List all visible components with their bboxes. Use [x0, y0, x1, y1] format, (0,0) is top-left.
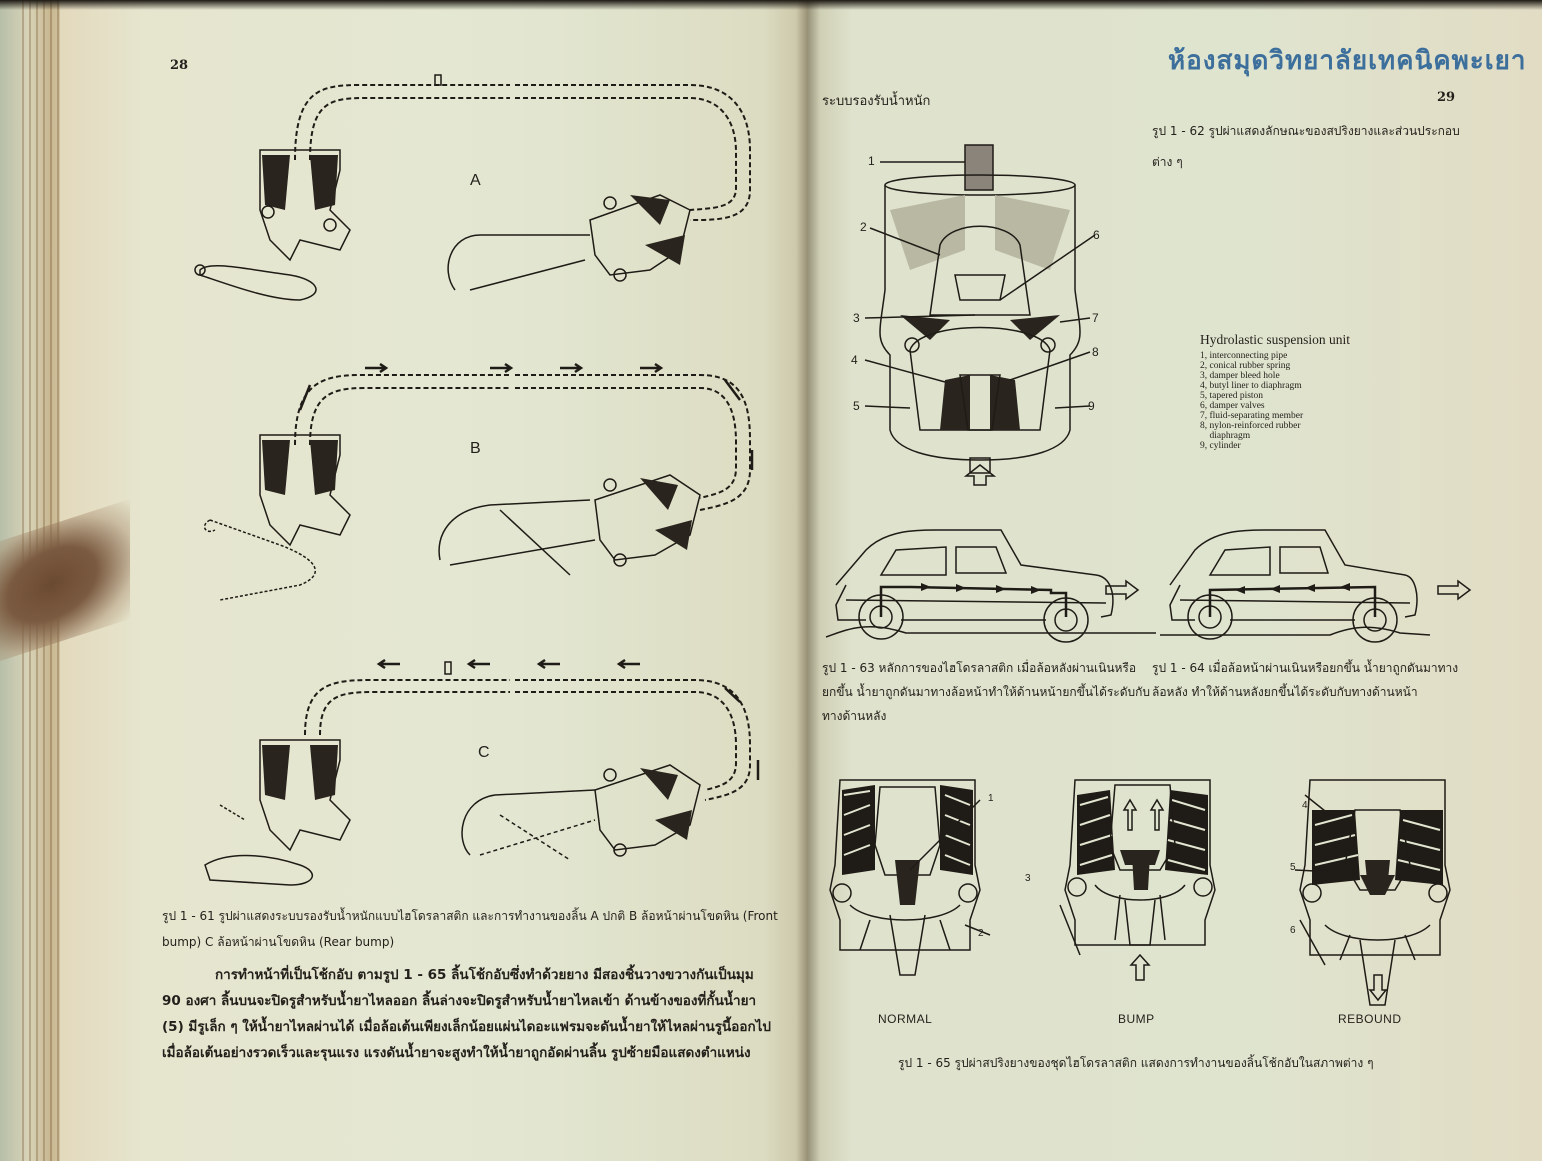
callout-number: 4 [1302, 800, 1308, 811]
figure-65-caption: รูป 1 - 65 รูปผ่าสปริงยางของชุดไฮโดรลาสต… [898, 1056, 1374, 1070]
right-page-number: 29 [1437, 90, 1456, 105]
callout-number: 5 [853, 399, 860, 413]
running-header: ระบบรองรับน้ำหนัก [822, 94, 931, 109]
book-gutter [796, 0, 820, 1161]
callout-number: 6 [1093, 228, 1100, 242]
figure-61-caption-line2: bump) C ล้อหน้าผ่านโขดหิน (Rear bump) [162, 935, 395, 949]
figure-panel-label: A [470, 172, 481, 189]
figure-61-panel-c-diagram [204, 658, 760, 886]
callout-number: 3 [1025, 873, 1031, 884]
damper-bump-state-diagram [1059, 779, 1216, 981]
state-label-normal: NORMAL [878, 1012, 933, 1026]
callout-number: 2 [860, 220, 867, 234]
left-page [60, 0, 808, 1161]
figure-64-caption-line: ล้อหลัง ทำให้ด้านหลังยกขึ้นได้ระดับกับทา… [1152, 685, 1418, 699]
figure-63-caption-line: ทางด้านหลัง [822, 709, 887, 723]
figure-63-caption-line: ยกขึ้น น้ำยาถูกดันมาทางล้อหน้าทำให้ด้านห… [822, 685, 1151, 699]
damper-rebound-state-diagram [1294, 779, 1451, 1006]
hydrolastic-unit-cutaway-diagram [864, 144, 1096, 486]
legend-item: 4, butyl liner to diaphragm [1200, 381, 1302, 391]
figure-61-caption-line1: รูป 1 - 61 รูปผ่าแสดงระบบรองรับน้ำหนักแบ… [162, 909, 778, 923]
legend-item: 2, conical rubber spring [1200, 361, 1291, 371]
figure-panel-label: C [478, 744, 490, 761]
legend-item: 6, damper valves [1200, 401, 1265, 411]
legend-item: 5, tapered piston [1200, 391, 1264, 401]
figure-64-caption-line: รูป 1 - 64 เมื่อล้อหน้าผ่านเนินหรือยกขึ้… [1152, 661, 1459, 675]
callout-number: 4 [851, 353, 858, 367]
callout-number: 2 [978, 928, 984, 939]
legend-item: 8, nylon-reinforced rubber [1200, 421, 1301, 431]
callout-number: 6 [1290, 925, 1296, 936]
car-rear-bump-diagram [825, 529, 1156, 643]
state-label-bump: BUMP [1118, 1012, 1155, 1026]
left-page-number: 28 [170, 58, 189, 73]
figure-63-caption-line: รูป 1 - 63 หลักการของไฮโดรลาสติก เมื่อล้… [822, 661, 1137, 675]
body-paragraph-line: เมื่อล้อเต้นอย่างรวดเร็วและรุนแรง แรงดัน… [162, 1045, 751, 1061]
library-stamp: ห้องสมุดวิทยาลัยเทคนิคพะเยา [1168, 46, 1527, 76]
state-label-rebound: REBOUND [1338, 1012, 1402, 1026]
hydrolastic-legend: Hydrolastic suspension unit 1, interconn… [1200, 332, 1350, 451]
callout-number: 7 [1092, 311, 1099, 325]
legend-title: Hydrolastic suspension unit [1200, 332, 1350, 347]
legend-item: 1, interconnecting pipe [1200, 351, 1288, 361]
legend-item: 7, fluid-separating member [1200, 411, 1304, 421]
figure-62-caption-line2: ต่าง ๆ [1152, 155, 1183, 169]
callout-number: 9 [1088, 399, 1095, 413]
car-front-bump-diagram [1160, 529, 1431, 643]
legend-item: 9, cylinder [1200, 441, 1241, 451]
body-paragraph-line: (5) มีรูเล็ก ๆ ให้น้ำยาไหลผ่านได้ เมื่อล… [162, 1019, 771, 1035]
body-paragraph-line: การทำหน้าที่เป็นโช้กอับ ตามรูป 1 - 65 ลิ… [215, 967, 754, 983]
figure-panel-label: B [470, 440, 481, 457]
callout-number: 3 [853, 311, 860, 325]
flow-arrow-icon [1105, 579, 1140, 601]
callout-number: 5 [1290, 862, 1296, 873]
figure-61-panel-b-diagram [203, 362, 754, 601]
callout-number: 1 [988, 793, 994, 804]
callout-number: 1 [868, 154, 875, 168]
figure-62-caption-line1: รูป 1 - 62 รูปผ่าแสดงลักษณะของสปริงยางแล… [1152, 124, 1460, 138]
legend-item: 3, damper bleed hole [1200, 371, 1280, 381]
legend-item: diaphragm [1200, 431, 1251, 441]
body-paragraph-line: 90 องศา ลิ้นบนจะปิดรูสำหรับน้ำยาไหลออก ล… [162, 993, 757, 1009]
flow-arrow-icon [1437, 579, 1472, 601]
figure-61-panel-a-diagram [194, 74, 751, 301]
damper-normal-state-diagram [829, 779, 991, 976]
top-shadow [0, 0, 1542, 10]
callout-number: 8 [1092, 345, 1099, 359]
